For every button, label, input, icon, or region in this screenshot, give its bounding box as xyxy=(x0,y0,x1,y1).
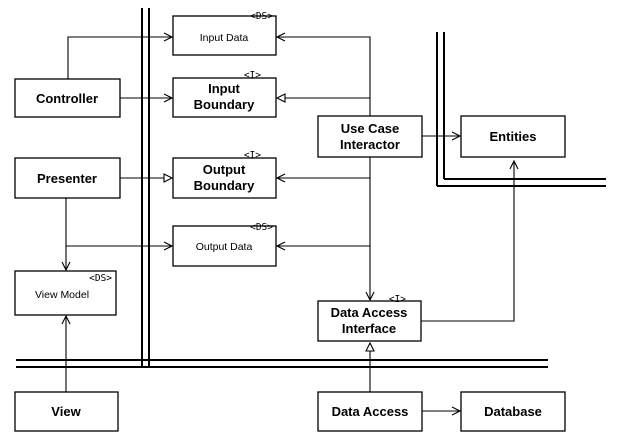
input-data-box: <DS> Input Data xyxy=(172,11,277,56)
arrow-presenter-to-output-data xyxy=(65,198,172,246)
output-data-label: Output Data xyxy=(196,241,253,253)
entities-label: Entities xyxy=(490,129,537,144)
data-access-interface-box: <I> Data Access Interface xyxy=(317,294,422,342)
use-case-interactor-label-line1: Use Case xyxy=(341,121,400,136)
connectors xyxy=(66,37,514,411)
data-access-interface-label-line1: Data Access xyxy=(331,305,408,320)
boundary-lines xyxy=(16,8,606,368)
use-case-interactor-label-line2: Interactor xyxy=(340,137,400,152)
arrow-controller-to-input-data xyxy=(67,37,172,79)
input-boundary-stereotype: <I> xyxy=(244,70,261,81)
input-data-label: Input Data xyxy=(200,32,249,44)
output-data-stereotype: <DS> xyxy=(250,222,273,233)
input-boundary-label-line2: Boundary xyxy=(194,97,255,112)
presenter-box: Presenter xyxy=(14,157,121,199)
output-boundary-label-line2: Boundary xyxy=(194,178,255,193)
controller-label: Controller xyxy=(36,91,98,106)
output-boundary-stereotype: <I> xyxy=(244,150,261,161)
use-case-interactor-box: Use Case Interactor xyxy=(317,115,423,158)
arrow-data-access-interface-to-entities xyxy=(421,161,514,322)
entities-box: Entities xyxy=(460,115,566,158)
arrow-interactor-to-output-data xyxy=(277,178,371,246)
view-label: View xyxy=(51,404,81,419)
view-model-stereotype: <DS> xyxy=(89,273,112,284)
input-data-stereotype: <DS> xyxy=(250,11,273,22)
database-box: Database xyxy=(460,391,566,432)
output-boundary-label-line1: Output xyxy=(203,162,246,177)
output-data-box: <DS> Output Data xyxy=(172,222,277,267)
arrow-interactor-to-output-boundary xyxy=(277,157,371,178)
data-access-box: Data Access xyxy=(317,391,423,432)
data-access-label: Data Access xyxy=(332,404,409,419)
view-model-label: View Model xyxy=(35,289,89,301)
input-boundary-label-line1: Input xyxy=(208,81,240,96)
presenter-label: Presenter xyxy=(37,171,97,186)
data-access-interface-label-line2: Interface xyxy=(342,321,396,336)
input-boundary-box: <I> Input Boundary xyxy=(172,70,277,118)
data-access-interface-stereotype: <I> xyxy=(389,294,406,305)
output-boundary-box: <I> Output Boundary xyxy=(172,150,277,199)
view-model-box: <DS> View Model xyxy=(14,270,117,316)
controller-box: Controller xyxy=(14,78,121,118)
database-label: Database xyxy=(484,404,542,419)
view-box: View xyxy=(14,391,119,432)
arrow-interactor-to-input-data xyxy=(277,37,371,116)
